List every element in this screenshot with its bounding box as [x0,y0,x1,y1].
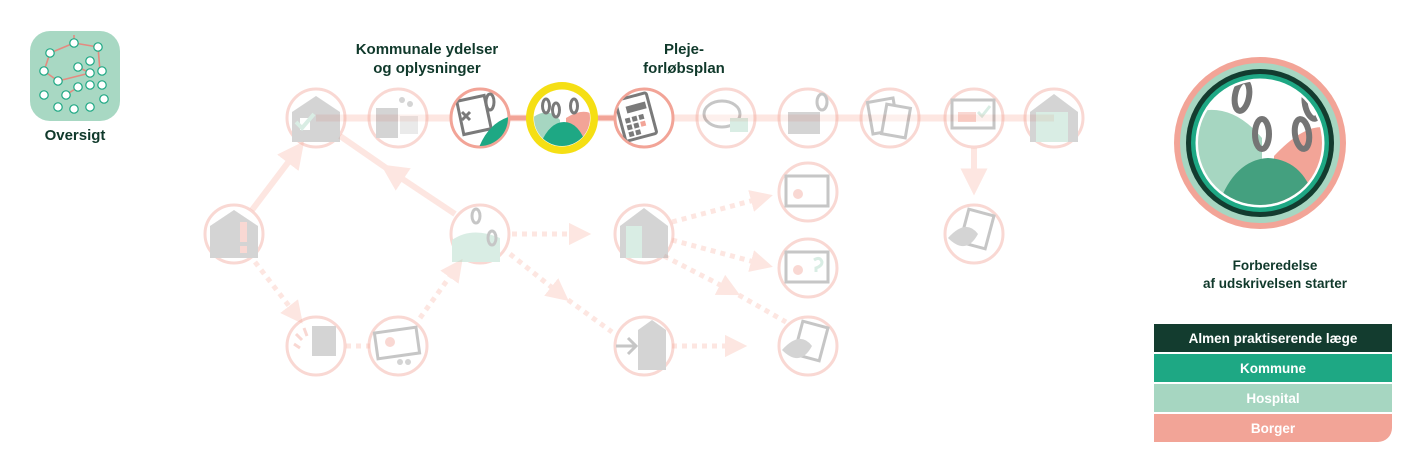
overview-button[interactable] [30,31,120,121]
detail-node-icon [1174,57,1346,229]
node-card-coins-icon[interactable] [367,315,429,377]
step-label-pleje: Pleje- forløbsplan [643,41,725,77]
legend-item-almen: Almen praktiserende læge [1154,324,1392,352]
dotted-arrow [558,291,614,335]
node-id-card-icon[interactable] [777,161,839,223]
node-calculator-icon[interactable] [613,87,675,149]
node-door-arrow-icon[interactable] [613,315,675,377]
node-documents-icon[interactable] [859,87,921,149]
legend-item-kommune: Kommune [1154,354,1392,382]
node-document-leaf-icon-2[interactable] [943,203,1005,265]
detail-step-title: Forberedelse af udskrivelsen starter [1202,258,1348,291]
node-house-green-icon[interactable] [613,203,675,265]
node-factory-icon[interactable] [367,87,429,149]
dotted-arrow [671,190,773,225]
legend-item-hospital: Hospital [1154,384,1392,412]
step-label-kommunale: Kommunale ydelser og oplysninger [355,41,499,77]
dotted-arrow [671,237,773,272]
dotted-arrow [417,258,463,320]
arrow-line [338,133,394,175]
arrow-line [380,164,457,217]
node-chat-icon[interactable] [695,87,757,149]
node-factory-alert-icon[interactable] [285,315,347,377]
faded-nodes [203,87,1085,377]
dotted-arrow [662,253,741,296]
dotted-arrow [508,252,569,302]
dotted-arrow [728,287,788,325]
overview-label: Oversigt [44,127,106,144]
node-laptop-check-icon[interactable] [943,87,1005,149]
connector-lines [249,114,1054,358]
node-alert-house-icon[interactable] [203,203,265,265]
node-calculator-coins-icon[interactable] [449,87,512,150]
node-id-question-icon[interactable] [777,237,839,299]
network-map-icon [39,35,109,114]
node-house-check-icon[interactable] [285,87,347,149]
node-document-leaf-icon[interactable] [777,315,839,377]
arrow-line [249,141,305,212]
legend-item-borger: Borger [1154,414,1392,442]
dotted-arrow [253,260,303,324]
node-hospital-coins-icon[interactable] [449,203,511,265]
node-coin-form-icon[interactable] [777,87,839,149]
node-home-icon[interactable] [1023,87,1085,149]
node-selected-coins-icon[interactable] [526,82,598,154]
